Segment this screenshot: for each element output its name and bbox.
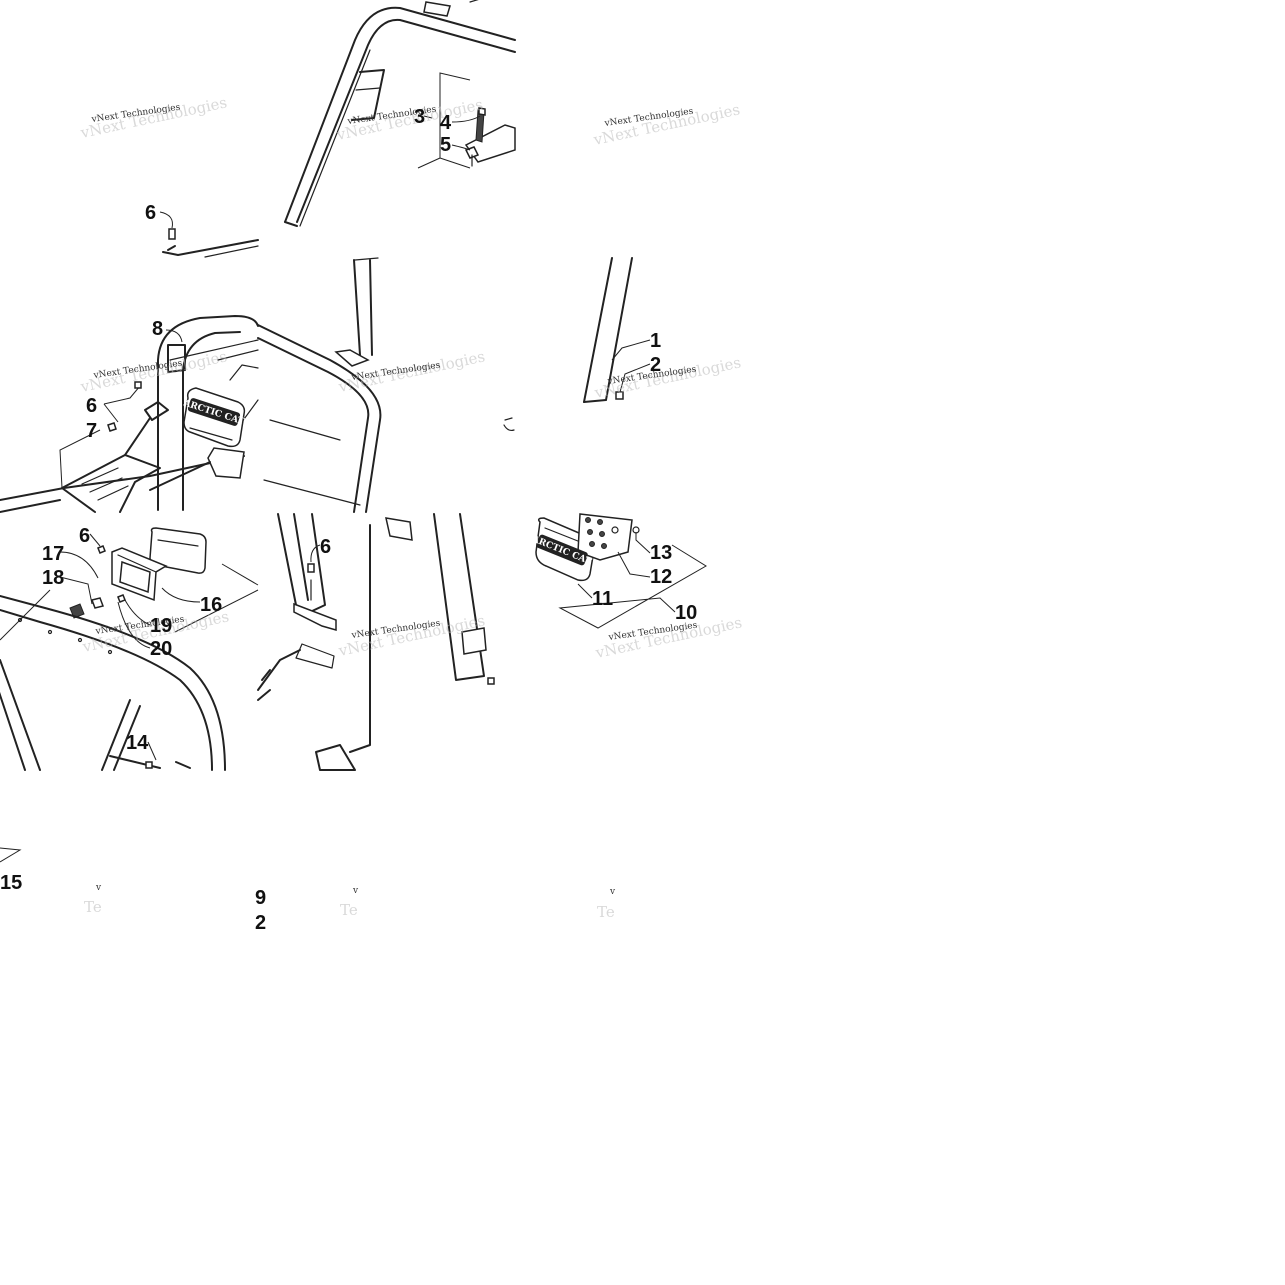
callout-20: 20 [150,638,172,660]
callout-6-a: 6 [145,202,156,224]
bracket-part [162,228,259,258]
callout-13: 13 [650,542,672,564]
light-bracket [535,513,640,582]
callout-18: 18 [42,567,64,589]
callout-2-a: 2 [650,354,661,376]
callout-3: 3 [414,106,425,128]
watermark: vNext Technologies vNext Technologies vN… [78,93,743,921]
upright-post [583,257,633,403]
callout-9: 9 [255,887,266,909]
callout-15: 15 [0,872,22,894]
callout-6-b: 6 [86,395,97,417]
callout-labels: 6 3 4 5 8 6 7 1 2 6 17 18 16 19 20 14 6 … [0,106,697,934]
cargo-tray [0,401,245,513]
support-leg [257,513,337,701]
callout-8: 8 [152,318,163,340]
callout-6-d: 6 [320,536,331,558]
watermark-fragment-v-1: v [95,883,102,893]
callout-6-c: 6 [79,525,90,547]
watermark-fragment-v-3: v [609,887,616,897]
callout-17: 17 [42,543,64,565]
watermark-fragment-te-1: Te [84,898,102,916]
callout-7: 7 [86,420,97,442]
callout-12: 12 [650,566,672,588]
watermark-fragment-te-2: Te [340,901,358,919]
callout-10: 10 [675,602,697,624]
roll-bar-upper [284,0,516,227]
callout-19: 19 [150,615,172,637]
watermark-fragment-te-3: Te [597,903,615,921]
roll-bar-rear [157,315,259,511]
callout-14: 14 [126,732,149,754]
callout-11: 11 [592,588,613,610]
watermark-fragment-v-2: v [352,886,359,896]
callout-5: 5 [440,134,451,156]
frame-tube [0,595,226,771]
callout-4: 4 [440,112,452,134]
callout-16: 16 [200,594,222,616]
callout-1: 1 [650,330,661,352]
callout-2-b: 2 [255,912,266,934]
mirror-assembly [417,72,516,169]
roll-bar-post [315,513,495,771]
roll-bar-front [257,257,515,513]
tail-light-assembly [69,527,207,619]
